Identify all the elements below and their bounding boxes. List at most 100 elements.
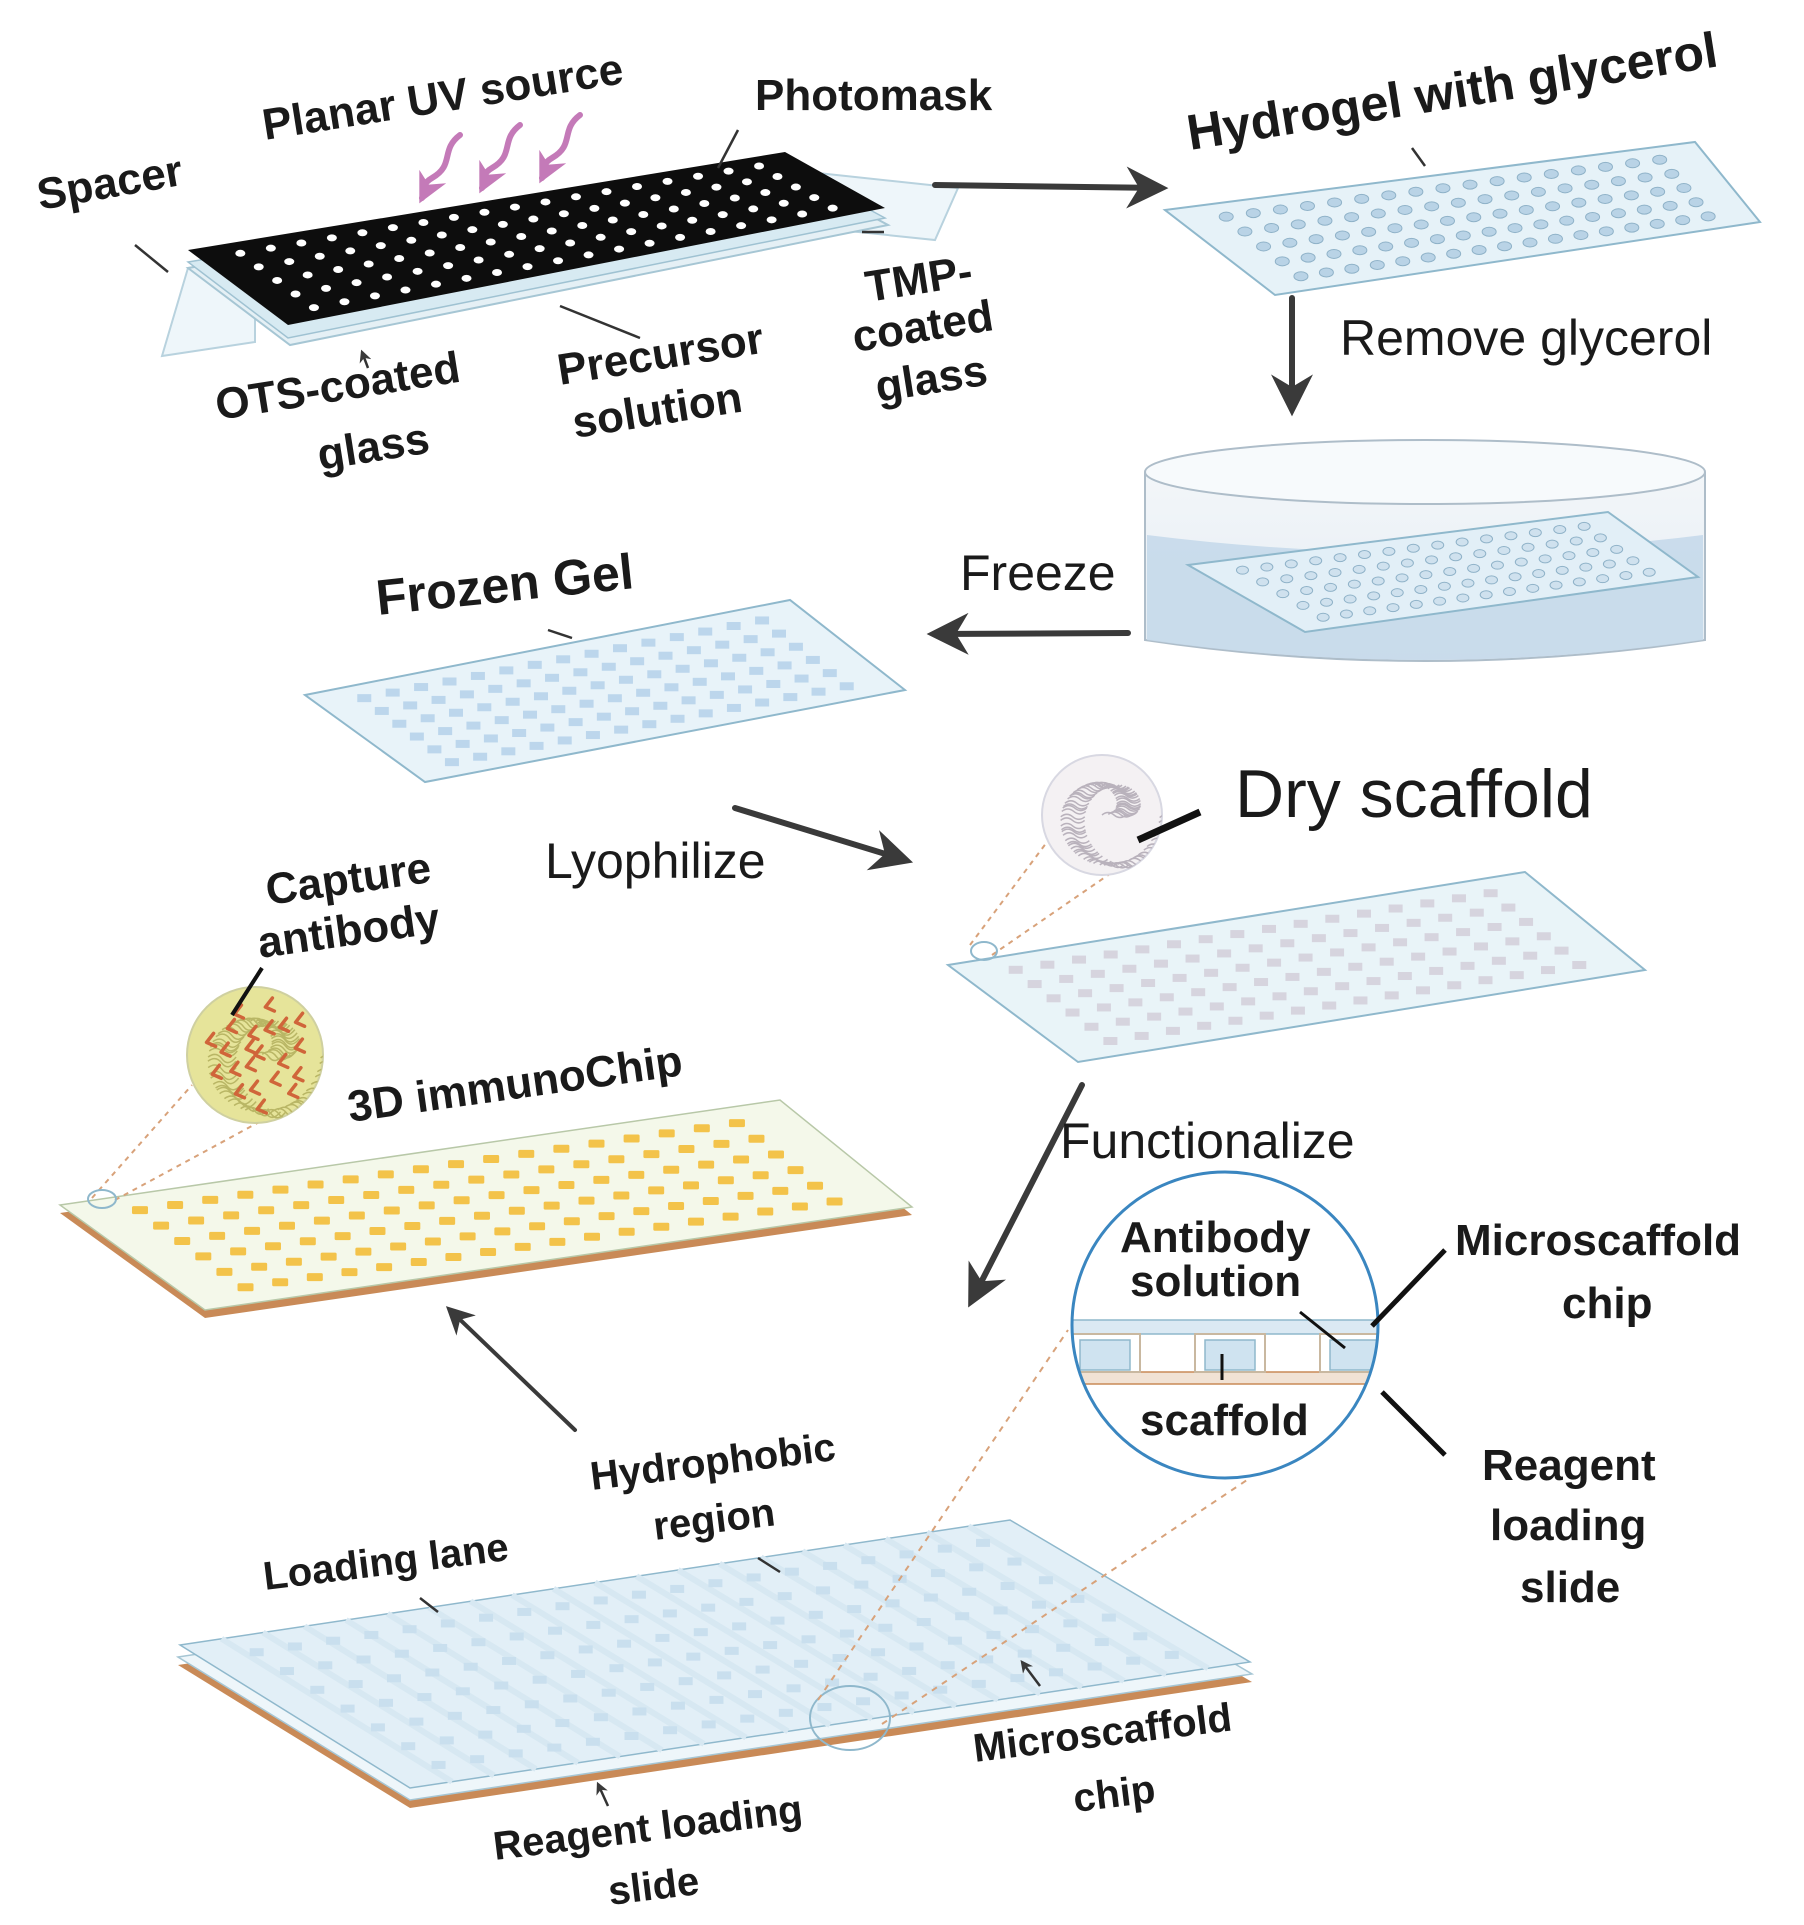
frozen-dot (670, 714, 685, 723)
sandwich-dot (724, 1646, 739, 1655)
submerged-dot (1455, 537, 1469, 547)
submerged-dot (1276, 589, 1290, 599)
dry-guide-1 (969, 837, 1051, 946)
dry-fiber (1063, 803, 1088, 810)
hydrogel-dot (1570, 165, 1586, 176)
sandwich-dot (739, 1597, 754, 1606)
dry-dot (1554, 946, 1569, 955)
mask-dot (790, 183, 801, 191)
sandwich-dot (340, 1704, 355, 1713)
chip-dot (174, 1237, 191, 1246)
chip-dot (538, 1165, 555, 1174)
chip-dot (757, 1207, 774, 1216)
hydrogel-dot (1623, 190, 1639, 201)
hydrogel-leader (1410, 147, 1427, 167)
sandwich-dot (287, 1642, 302, 1651)
submerged-dot (1461, 578, 1475, 588)
frozen-dot (766, 679, 781, 688)
dry-dot (1040, 960, 1055, 969)
dry-dot (1384, 991, 1399, 1000)
mask-dot (809, 194, 820, 202)
chip-dot (529, 1222, 546, 1231)
chip-dot (223, 1211, 240, 1220)
sandwich-dot (624, 1615, 639, 1624)
dry-fiber (1110, 810, 1136, 817)
submerged-dot (1549, 580, 1563, 590)
sandwich-dot (593, 1713, 608, 1722)
antibody-mark (263, 996, 277, 1013)
hydrogel-dot (1688, 197, 1704, 208)
label-loading-lane: Loading lane (261, 1525, 511, 1599)
capture-fiber (217, 1030, 247, 1040)
frozen-gel-dots (357, 616, 854, 767)
submerged-dot (1235, 565, 1249, 575)
mask-dot (235, 249, 246, 257)
dry-dot (1541, 966, 1556, 975)
submerged-dot (1339, 609, 1353, 619)
antibody-mark (293, 1011, 307, 1029)
hydrogel-dot (1518, 204, 1534, 215)
mask-dot (479, 208, 490, 216)
sandwich-dot (1087, 1662, 1102, 1671)
frozen-dot (647, 670, 662, 679)
dry-fiber (1087, 782, 1113, 789)
mask-dot (570, 193, 581, 201)
hydrogel-dot (1352, 245, 1368, 256)
chip-dot (230, 1247, 247, 1256)
sandwich-dot (693, 1628, 708, 1637)
frozen-dot (698, 709, 713, 718)
sandwich-dot (524, 1700, 539, 1709)
capture-fiber (227, 1098, 257, 1108)
chip-dot (433, 1180, 450, 1189)
frozen-dot (596, 712, 611, 721)
submerged-dot (1376, 561, 1390, 571)
dry-dot (1185, 954, 1200, 963)
sandwich-dot (1133, 1632, 1148, 1641)
dry-dot (1147, 1012, 1162, 1021)
submerged-dot (1386, 603, 1400, 613)
hydrogel-dot (1489, 176, 1505, 187)
dry-fiber (1061, 826, 1086, 833)
chip-dot (663, 1165, 680, 1174)
frozen-gel-slide (302, 598, 908, 784)
submerged-dot (1538, 554, 1552, 564)
hydrogel-dot (1522, 237, 1538, 248)
frozen-dot (477, 703, 492, 712)
sandwich-dot (356, 1655, 371, 1664)
submerged-dot (1309, 556, 1323, 566)
dry-dot (1059, 974, 1074, 983)
dry-fiber (1062, 804, 1088, 812)
dry-dot (1388, 904, 1403, 913)
bottom-slide-layer (1072, 1371, 1378, 1385)
hydrogel-dot (1492, 208, 1508, 219)
submerged-dot (1363, 606, 1377, 616)
antibody-solution-leader (1299, 1310, 1346, 1350)
dry-dot (1103, 1037, 1118, 1046)
mask-dot (748, 205, 759, 213)
photomask (188, 152, 885, 325)
hydrogel-dot (1584, 179, 1600, 190)
mask-dot (717, 211, 728, 219)
mask-dot (638, 211, 649, 219)
chip-dot (549, 1237, 566, 1246)
hydrogel-dot (1326, 248, 1342, 259)
submerged-dot (1437, 581, 1451, 591)
sandwich-dot (686, 1652, 701, 1661)
chip-dot (523, 1186, 540, 1195)
capture-fiber (215, 1084, 245, 1095)
hydrogel-slide-group (1162, 140, 1762, 297)
mask-dot (509, 203, 520, 211)
dry-fiber (1070, 845, 1096, 853)
chip-dot (445, 1252, 462, 1261)
sandwich-dot (732, 1622, 747, 1631)
dry-dot (1141, 979, 1156, 988)
dry-dot (1222, 983, 1237, 992)
chip-dot (578, 1196, 595, 1205)
uv-arrow-3 (539, 112, 583, 184)
dry-dot (1473, 942, 1488, 951)
hydrogel-dot (1361, 226, 1377, 237)
frozen-dot (527, 660, 542, 669)
mask-dot (754, 162, 765, 170)
dry-fiber (1077, 852, 1103, 860)
loading-lane-line (717, 1561, 958, 1709)
